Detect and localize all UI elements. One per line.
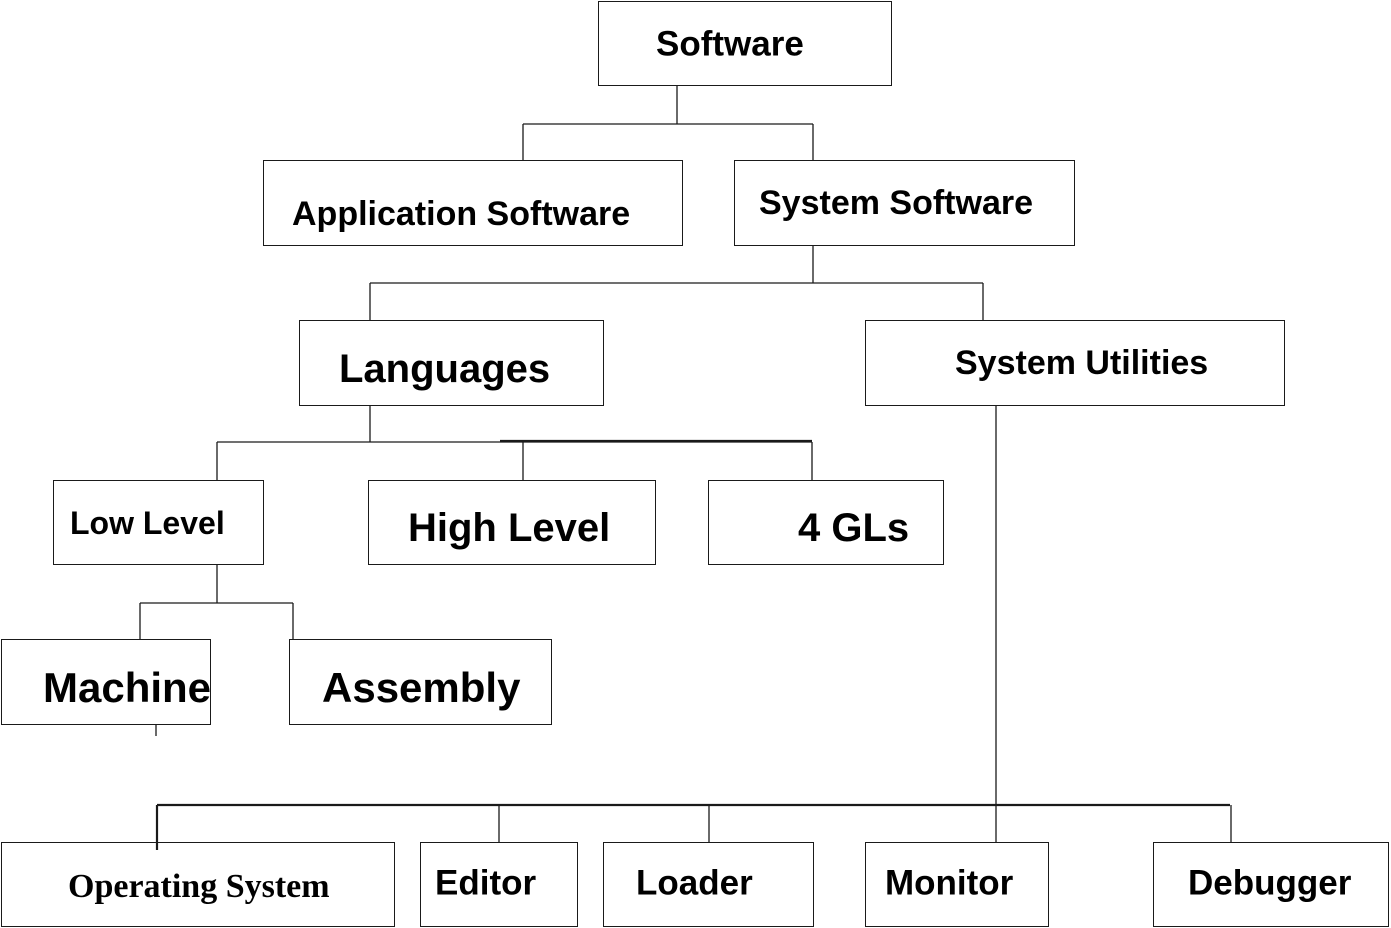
node-label: Monitor [885,863,1014,903]
node-editor: Editor [420,842,578,927]
node-assembly: Assembly [289,639,552,725]
node-operating-system: Operating System [1,842,395,927]
node-low-level: Low Level [53,480,264,565]
node-system-utilities: System Utilities [865,320,1285,406]
node-software: Software [598,1,892,86]
node-monitor: Monitor [865,842,1049,927]
node-label: 4 GLs [798,506,910,550]
node-label: Operating System [68,868,330,905]
node-label: Software [656,24,804,63]
node-application-software: Application Software [263,160,683,246]
node-machine: Machine [1,639,211,725]
node-loader: Loader [603,842,814,927]
node-label: Loader [636,863,753,903]
node-debugger: Debugger [1153,842,1389,927]
node-label: Debugger [1188,863,1352,903]
node-label: Machine [43,664,212,711]
node-label: Application Software [292,195,631,233]
node-languages: Languages [299,320,604,406]
node-label: Assembly [322,664,521,711]
node-high-level: High Level [368,480,656,565]
node-label: System Software [759,184,1033,222]
node-system-software: System Software [734,160,1075,246]
node-label: Languages [339,347,551,391]
node-label: Low Level [70,505,225,541]
node-label: High Level [408,506,611,550]
node-4gls: 4 GLs [708,480,944,565]
node-label: System Utilities [955,344,1209,382]
node-label: Editor [435,863,537,903]
